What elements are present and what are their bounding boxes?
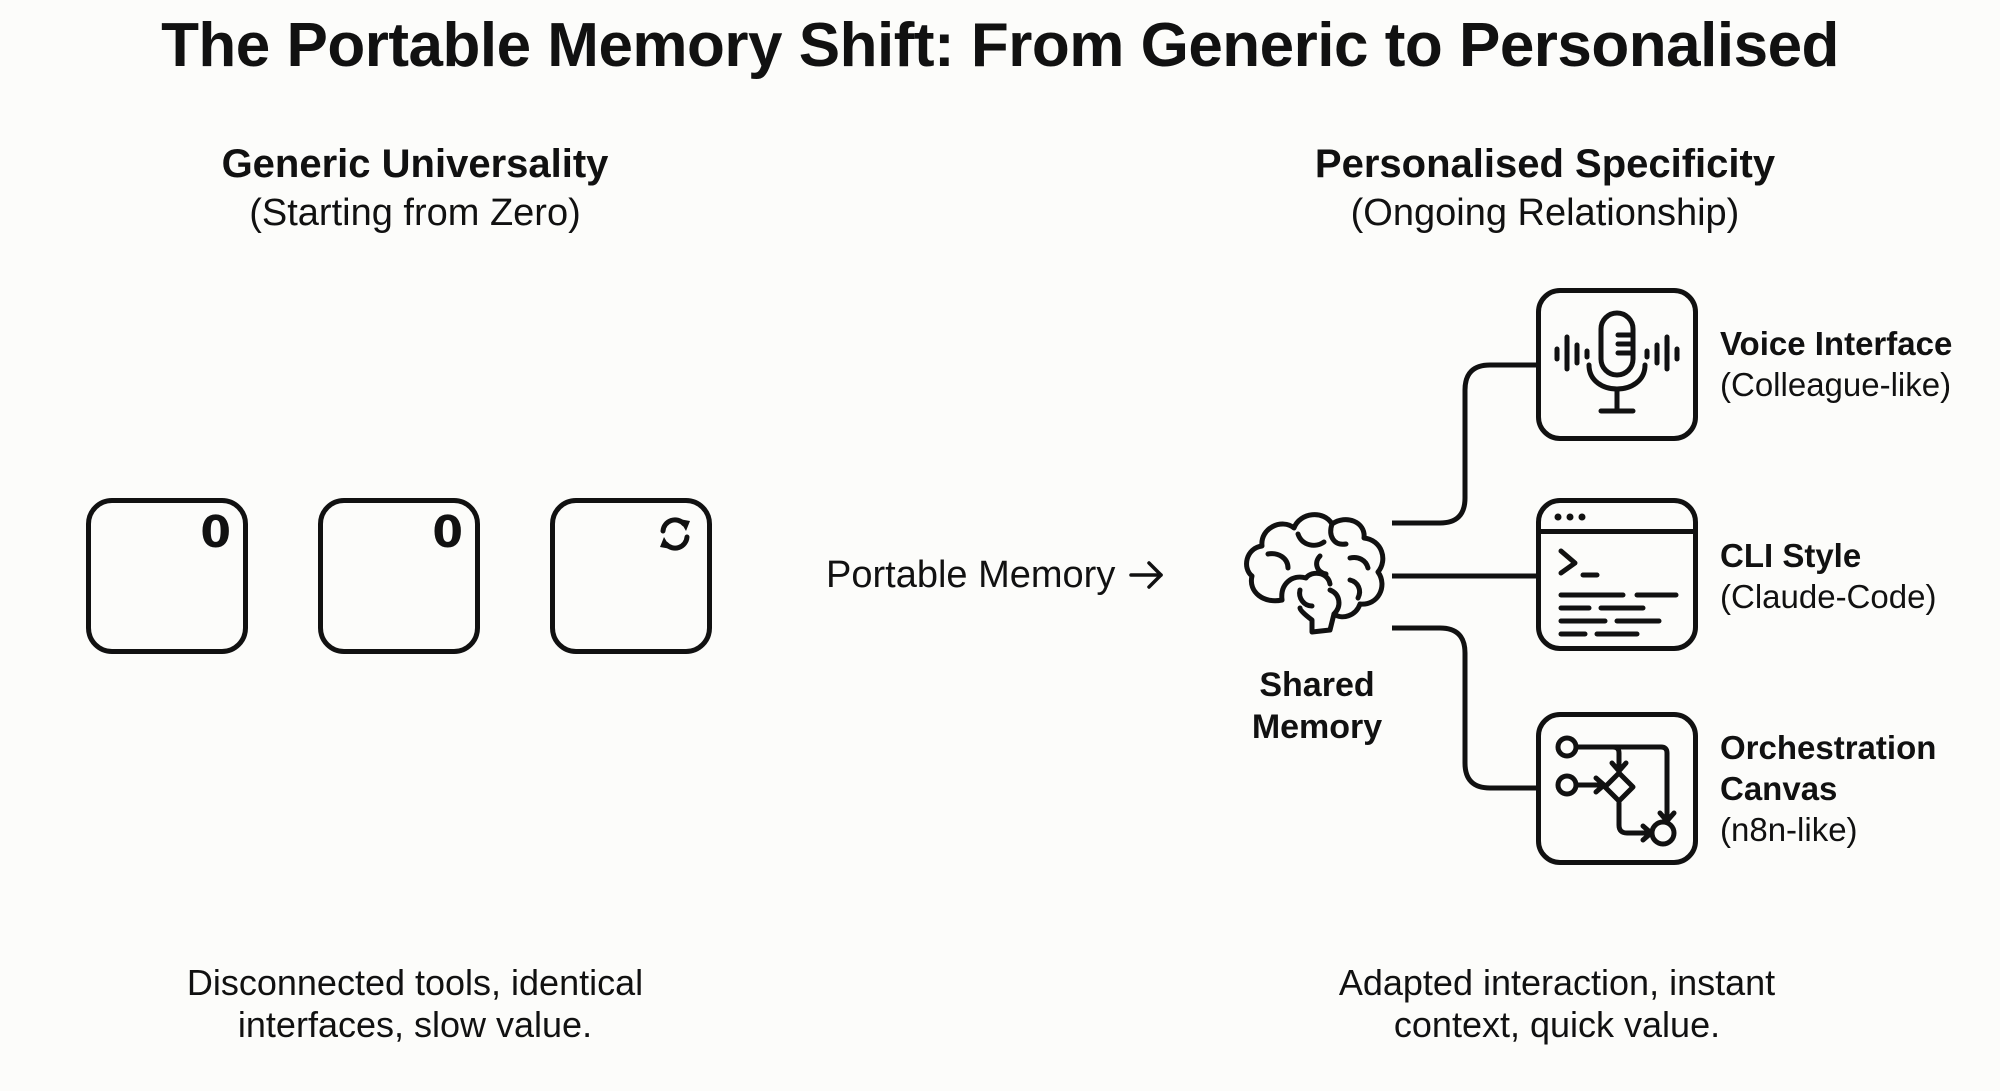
orchestration-canvas-label: Orchestration Canvas (n8n-like) (1720, 727, 1936, 850)
caption-line: interfaces, slow value. (237, 1004, 593, 1045)
left-column-subheading: (Starting from Zero) (249, 192, 581, 234)
interface-description: (Claude-Code) (1720, 578, 1937, 615)
caption-line: Adapted interaction, instant (1338, 962, 1776, 1003)
caption-line: context, quick value. (1393, 1004, 1721, 1045)
diagram-title: The Portable Memory Shift: From Generic … (161, 11, 1839, 80)
workflow-icon (1555, 735, 1677, 847)
cli-interface-label: CLI Style (Claude-Code) (1720, 535, 1936, 617)
portable-memory-label: Portable Memory (826, 554, 1116, 596)
generic-tool-card: 0 (318, 498, 480, 654)
connector-to-voice (1392, 362, 1541, 526)
zero-memory-count: 0 (432, 507, 463, 558)
interface-name: CLI Style (1720, 537, 1862, 574)
voice-interface-label: Voice Interface (Colleague-like) (1720, 323, 1952, 405)
hub-label-line: Memory (1251, 708, 1383, 746)
shared-memory-label: Shared Memory (1210, 664, 1424, 748)
generic-tool-card (550, 498, 712, 654)
left-column-heading: Generic Universality (221, 142, 609, 186)
terminal-window-icon (1541, 513, 1693, 637)
microphone-icon (1554, 310, 1680, 414)
cli-interface-card (1536, 498, 1698, 651)
arrow-right-icon (1129, 561, 1163, 589)
interface-name: Orchestration (1720, 729, 1937, 766)
interface-name: Voice Interface (1720, 325, 1953, 362)
brain-icon (1244, 512, 1386, 635)
right-column-subheading: (Ongoing Relationship) (1350, 192, 1740, 234)
interface-name: Canvas (1720, 770, 1838, 807)
right-column-heading: Personalised Specificity (1314, 142, 1776, 186)
refresh-icon (660, 517, 690, 551)
interface-description: (n8n-like) (1720, 811, 1858, 848)
caption-line: Disconnected tools, identical (186, 962, 644, 1003)
right-column-caption: Adapted interaction, instant context, qu… (1257, 962, 1857, 1046)
orchestration-canvas-card (1536, 712, 1698, 865)
hub-label-line: Shared (1259, 666, 1375, 704)
left-column-caption: Disconnected tools, identical interfaces… (115, 962, 715, 1046)
voice-interface-card (1536, 288, 1698, 441)
zero-memory-count: 0 (200, 507, 231, 558)
generic-tool-card: 0 (86, 498, 248, 654)
interface-description: (Colleague-like) (1720, 366, 1952, 403)
